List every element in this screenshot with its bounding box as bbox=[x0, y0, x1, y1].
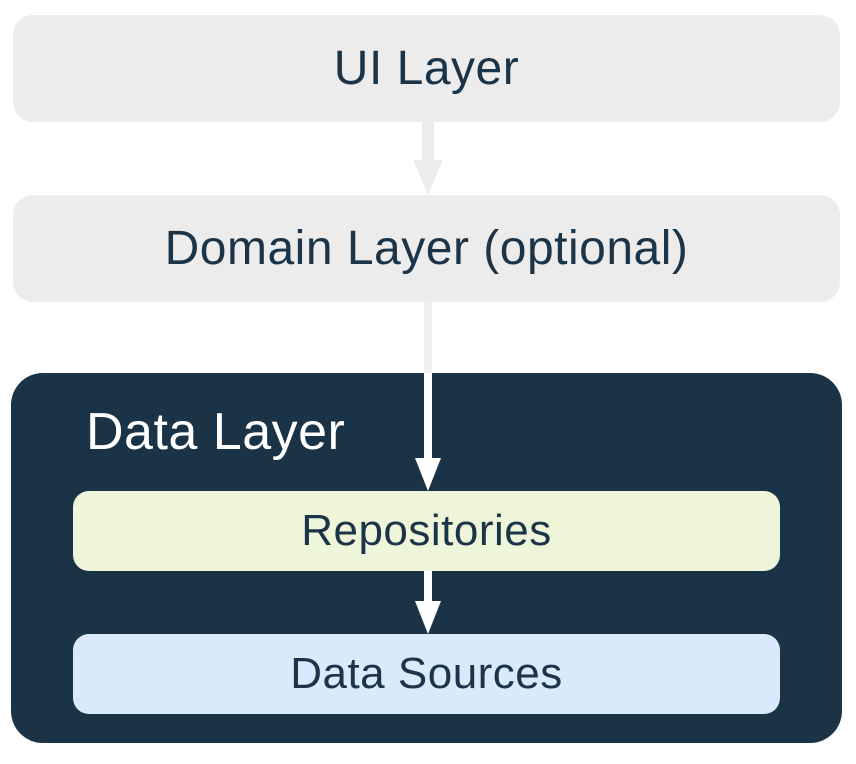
data-sources-label: Data Sources bbox=[290, 649, 563, 698]
domain-layer-box: Domain Layer (optional) bbox=[13, 195, 840, 302]
arrow-down-icon-ui-to-domain bbox=[413, 122, 443, 195]
ui-layer-label: UI Layer bbox=[333, 42, 520, 95]
repositories-label: Repositories bbox=[301, 506, 552, 555]
repositories-box: Repositories bbox=[73, 491, 780, 571]
domain-layer-label: Domain Layer (optional) bbox=[164, 222, 689, 275]
arrow-down-icon-domain-to-repositories bbox=[415, 302, 441, 491]
ui-layer-box: UI Layer bbox=[13, 15, 840, 122]
arrow-down-icon-repositories-to-data-sources bbox=[415, 571, 441, 634]
data-layer-label: Data Layer bbox=[86, 403, 346, 461]
data-sources-box: Data Sources bbox=[73, 634, 780, 714]
